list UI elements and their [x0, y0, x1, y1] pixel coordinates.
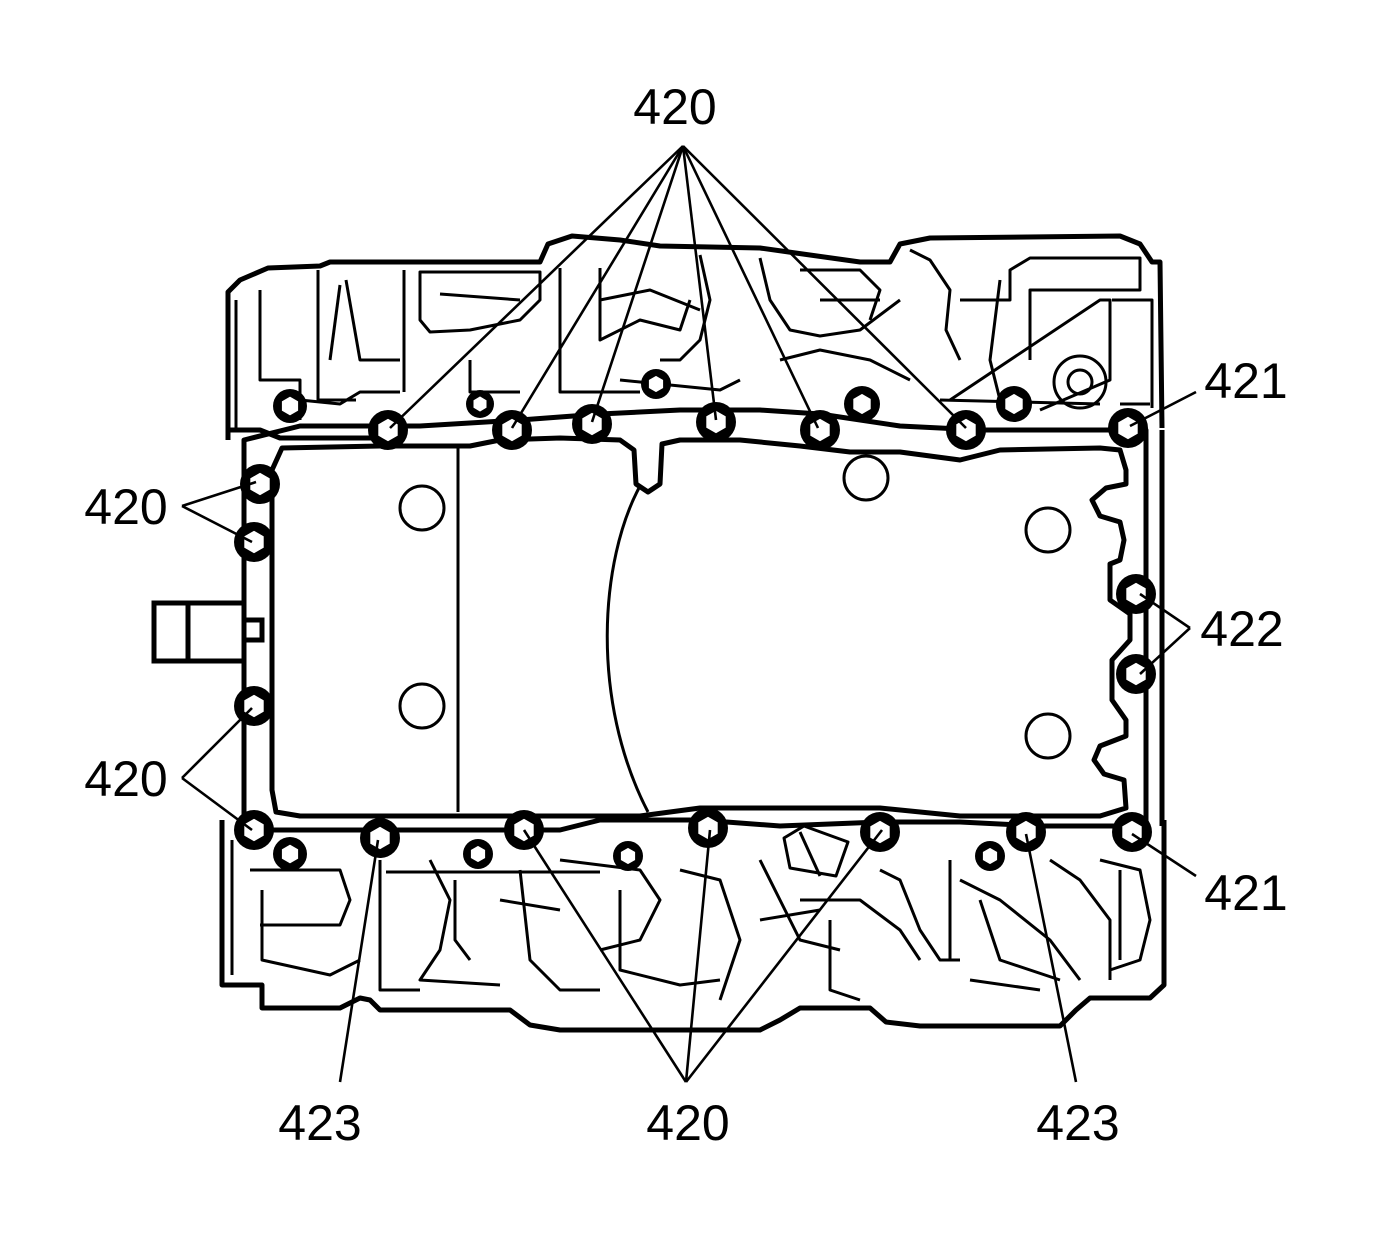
bolt-head — [1116, 574, 1156, 614]
lower-internal-detail — [230, 840, 1152, 1002]
bolt-head — [273, 389, 307, 423]
bolt-head — [1116, 654, 1156, 694]
bolt-head — [641, 369, 671, 399]
callout-right-422: 422 — [1200, 601, 1283, 657]
bolts — [234, 369, 1156, 871]
bolt-head — [234, 810, 274, 850]
upper-internal-detail — [234, 248, 1154, 428]
bolt-head — [946, 410, 986, 450]
callout-bottom-center-420: 420 — [646, 1095, 729, 1151]
pan-inner-recess — [269, 435, 1133, 819]
bolt-head — [1112, 812, 1152, 852]
bolt-head — [688, 808, 728, 848]
lower-housing — [219, 820, 1167, 1033]
callout-left-upper-420: 420 — [84, 479, 167, 535]
bolt-head — [572, 404, 612, 444]
bolt-head — [466, 390, 494, 418]
callout-top-420: 420 — [633, 79, 716, 135]
bolt-head — [273, 837, 307, 871]
pan-holes — [398, 454, 1072, 760]
callout-bottom-left-423: 423 — [278, 1095, 361, 1151]
callout-labels: 420 420 420 421 421 422 423 420 423 — [84, 79, 1287, 1151]
bolt-head — [1006, 812, 1046, 852]
callout-left-lower-420: 420 — [84, 751, 167, 807]
bolt-head — [613, 841, 643, 871]
bolt-head — [800, 410, 840, 450]
leader-lines — [181, 145, 1197, 1083]
pan-inner-details — [456, 448, 650, 813]
bolt-head — [975, 841, 1005, 871]
bolt-head — [996, 386, 1032, 422]
pan-flange — [241, 407, 1149, 833]
bolt-head — [1108, 408, 1148, 448]
upper-boss-circle — [1052, 354, 1108, 410]
bolt-head — [240, 464, 280, 504]
sensor-plug — [782, 824, 850, 878]
bolt-head — [234, 522, 274, 562]
callout-right-upper-421: 421 — [1204, 353, 1287, 409]
bolt-head — [463, 839, 493, 869]
bolt-head — [492, 410, 532, 450]
callout-right-lower-421: 421 — [1204, 865, 1287, 921]
bolt-head — [844, 386, 880, 422]
bolt-head — [696, 402, 736, 442]
left-connector — [151, 600, 265, 664]
callout-bottom-right-423: 423 — [1036, 1095, 1119, 1151]
bolt-head — [360, 818, 400, 858]
